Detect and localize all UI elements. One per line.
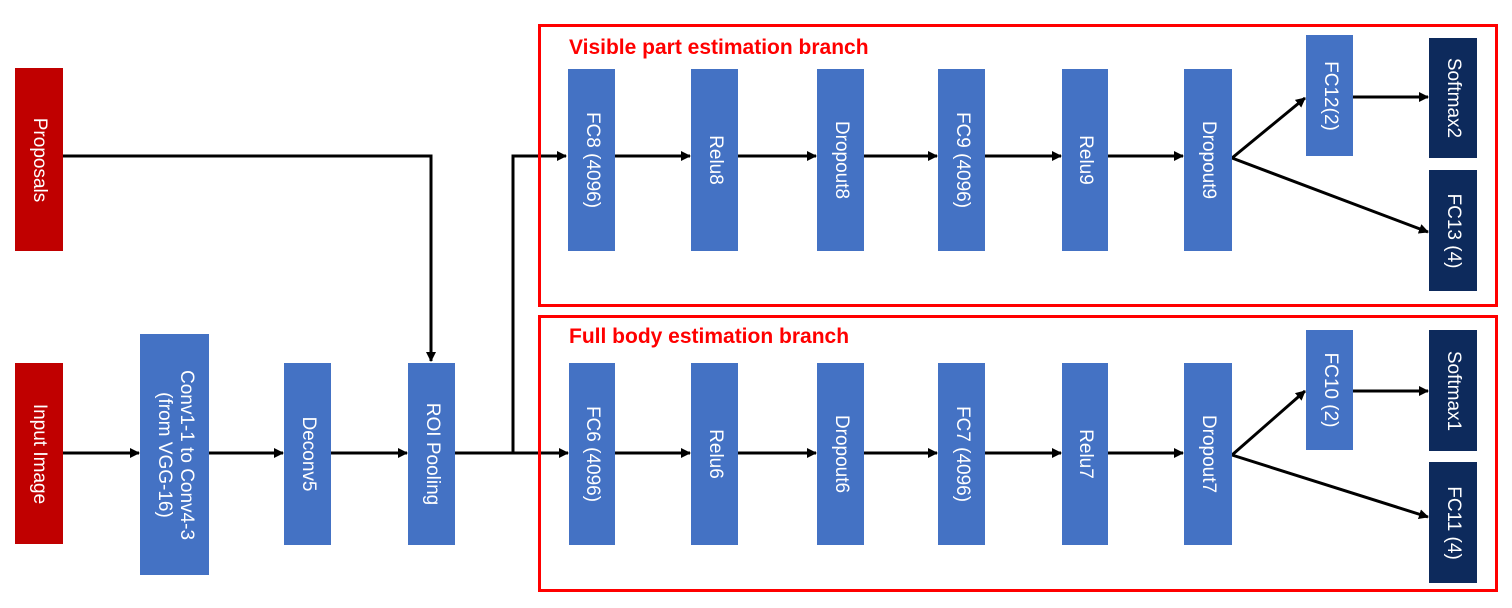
deconv5-label: Deconv5 — [297, 416, 319, 492]
relu9-label: Relu9 — [1075, 135, 1096, 185]
dropout8-node: Dropout8 — [817, 69, 864, 251]
arrow-dropout7-to-fc11 — [1231, 453, 1429, 520]
fc8-label: FC8 (4096) — [581, 111, 603, 209]
relu6-node: Relu6 — [691, 363, 738, 545]
fc12-label: FC12(2) — [1319, 60, 1341, 131]
arrow-roi-to-fc8 — [511, 151, 567, 453]
fc11-label: FC11 (4) — [1443, 485, 1464, 560]
dropout6-label: Dropout6 — [830, 414, 852, 494]
dropout7-node: Dropout7 — [1184, 363, 1232, 545]
dropout7-label: Dropout7 — [1198, 414, 1219, 494]
dropout9-node: Dropout9 — [1184, 69, 1232, 251]
conv-backbone-node: Conv1-1 to Conv4-3 (from VGG-16) — [140, 334, 209, 575]
softmax1-node: Softmax1 — [1429, 330, 1477, 451]
fc9-label: FC9 (4096) — [951, 111, 973, 209]
softmax2-label: Softmax2 — [1443, 57, 1464, 139]
softmax1-label: Softmax1 — [1443, 350, 1464, 431]
dropout8-label: Dropout8 — [830, 120, 852, 200]
conv-backbone-label: Conv1-1 to Conv4-3 (from VGG-16) — [153, 369, 197, 540]
visible-branch-title: Visible part estimation branch — [569, 36, 869, 59]
arrow-dropout9-to-fc13 — [1231, 156, 1429, 234]
fc8-node: FC8 (4096) — [568, 69, 615, 251]
arrow-dropout9-to-fc12 — [1231, 96, 1306, 160]
softmax2-node: Softmax2 — [1429, 38, 1477, 158]
relu9-node: Relu9 — [1062, 69, 1108, 251]
fc7-label: FC7 (4096) — [951, 405, 973, 503]
relu8-node: Relu8 — [691, 69, 738, 251]
arrow-dropout7-to-fc10 — [1231, 389, 1306, 457]
proposals-node: Proposals — [15, 68, 63, 251]
fc6-label: FC6 (4096) — [582, 405, 603, 503]
fc10-node: FC10 (2) — [1306, 330, 1353, 450]
relu7-label: Relu7 — [1075, 429, 1096, 479]
deconv5-node: Deconv5 — [284, 363, 331, 545]
input-image-label: Input Image — [29, 403, 50, 504]
full-branch-title: Full body estimation branch — [569, 325, 850, 348]
fc9-node: FC9 (4096) — [938, 69, 985, 251]
fc13-label: FC13 (4) — [1443, 193, 1464, 268]
full-branch-frame — [538, 315, 1498, 592]
relu8-label: Relu8 — [704, 135, 726, 185]
roi-pooling-label: ROI Pooling — [421, 402, 443, 506]
input-image-node: Input Image — [15, 363, 63, 544]
fc11-node: FC11 (4) — [1429, 462, 1477, 583]
dropout9-label: Dropout9 — [1198, 120, 1219, 200]
visible-branch-frame — [538, 24, 1498, 307]
relu6-label: Relu6 — [704, 429, 726, 479]
proposals-label: Proposals — [29, 117, 50, 202]
fc7-node: FC7 (4096) — [938, 363, 985, 545]
fc10-label: FC10 (2) — [1319, 352, 1341, 428]
fc13-node: FC13 (4) — [1429, 170, 1477, 291]
roi-pooling-node: ROI Pooling — [408, 363, 455, 545]
dropout6-node: Dropout6 — [817, 363, 864, 545]
arrow-proposals-to-roi — [63, 154, 436, 362]
fc6-node: FC6 (4096) — [569, 363, 615, 545]
arrows — [63, 92, 1429, 520]
relu7-node: Relu7 — [1062, 363, 1108, 545]
fc12-node: FC12(2) — [1306, 35, 1353, 156]
